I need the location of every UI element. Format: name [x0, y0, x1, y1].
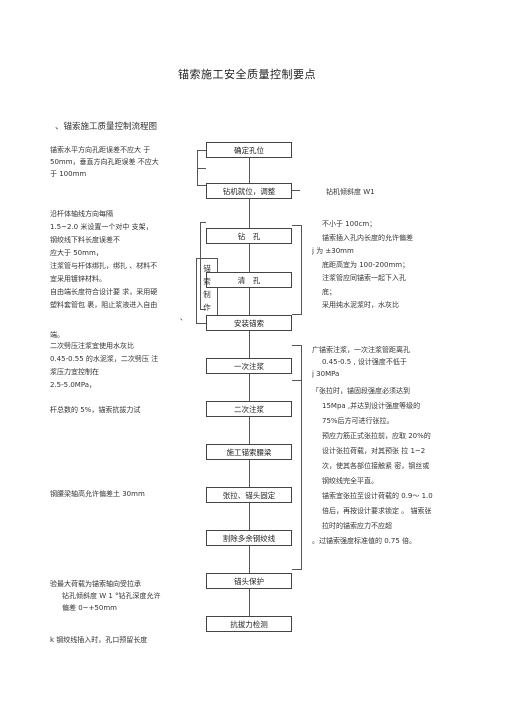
step-confirm-hole-position: 确定孔位 [206, 142, 292, 158]
step-tensioning-lock: 张拉、锚头固定 [206, 487, 292, 503]
left-note-hole-spacing: 锚索水平方向孔距误差不应大 于 50mm，垂直方向孔距误差 不应大 于 100m… [50, 146, 159, 178]
step-first-grouting: 一次注浆 [206, 358, 292, 374]
right-note-grouting: 广锚索注浆，一次注浆管距离孔 0.45-0.5 , 设计强度不低于 j 30MP… [312, 346, 410, 378]
left-note-anchor-fabrication: 沿杆体轴线方向每隔 1.5~2.0 米设置一个对中 支架， 钢绞线下料长度误差不… [50, 210, 187, 339]
left-note-test-load: 验最大荷载为锚索轴向受拉承 钻孔倾斜度 W 1 °钻孔深度允许 偏差 0~+50… [50, 580, 161, 612]
step-waling-beam: 施工锚索腰梁 [206, 444, 292, 460]
flow-spine [249, 158, 250, 623]
flowchart-heading: 、锚索施工质量控制流程图 [55, 122, 158, 132]
left-bracket-2 [200, 222, 206, 310]
left-note-second-grouting: 二次劈压注浆宜使用水灰比 0.45-0.55 的水泥浆，二次劈压 注 浆压力宜控… [50, 342, 159, 389]
left-bracket-1-link [197, 168, 206, 169]
step-anchor-head-protection: 锚头保护 [206, 573, 292, 589]
step-install-anchor: 安装锚索 [206, 315, 292, 331]
anchor-fabrication-label: 锚 索 制 作 [203, 264, 211, 312]
step-drilling: 钻 孔 [206, 228, 292, 244]
step-cut-strands: 割除多余钢绞线 [206, 530, 292, 546]
left-note-strand-length: k 钢绞线插入时，孔口预留长度 [50, 636, 148, 644]
step-second-grouting: 二次注浆 [206, 401, 292, 417]
right-note-tensioning: 「张拉时，锚固段强度必须达到 15Mpa ,并达到设计强度等级的 75%后方可进… [312, 387, 433, 545]
step-pullout-test: 抗拔力检测 [206, 616, 292, 632]
right-note-drill-inclination: 钻机倾斜度 W1 [326, 188, 375, 196]
step-drill-rig-setup: 钻机就位，调整 [206, 183, 292, 199]
left-note-test-count: 杆总数的 5%，锚索抗拔力试 [50, 406, 141, 414]
step-hole-cleaning: 清 孔 [206, 272, 292, 288]
document-title: 锚索施工安全质量控制要点 [178, 68, 316, 81]
right-bracket-1 [292, 190, 300, 191]
right-bracket-3 [292, 345, 302, 381]
left-note-waling-tolerance: 钢腰梁轴高允许偏差土 30mm [50, 490, 145, 498]
right-bracket-4 [292, 380, 302, 570]
right-note-anchor-insertion: 不小于 100cm； 锚索插入孔内长度的允许偏差 j 为 ±30mm 底距高宜为… [312, 220, 413, 309]
right-bracket-2 [292, 225, 302, 315]
